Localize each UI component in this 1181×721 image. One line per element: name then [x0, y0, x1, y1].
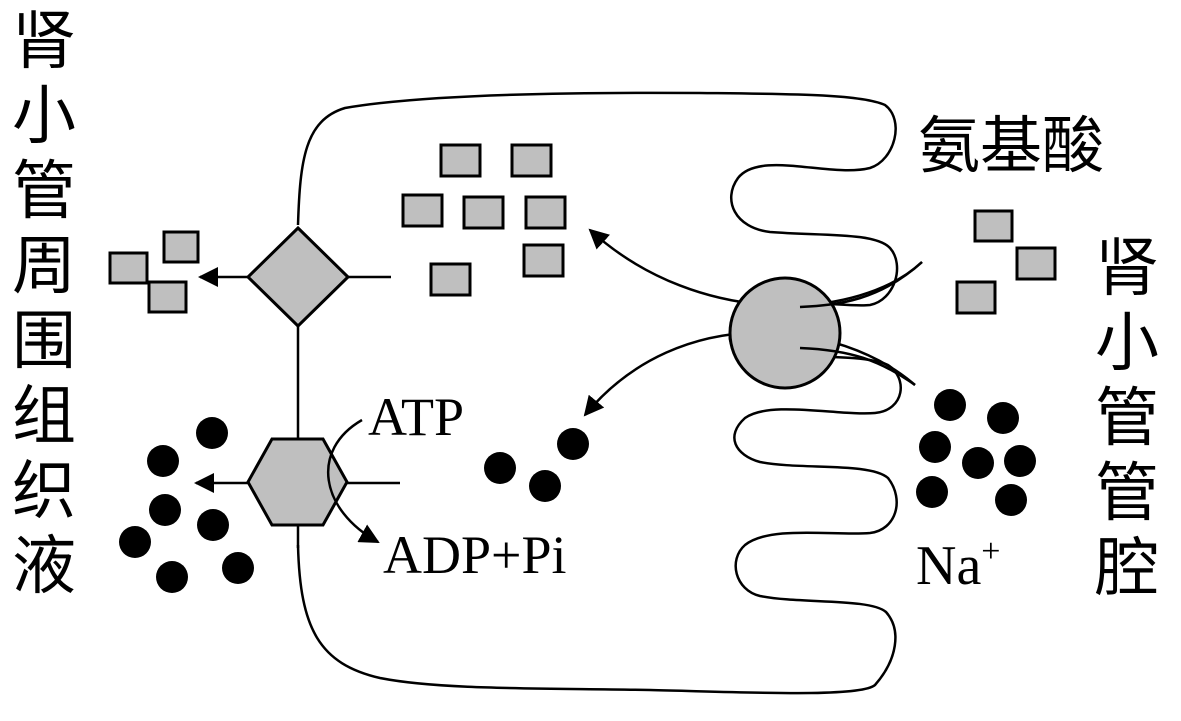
sodium-ion [147, 445, 179, 477]
atp-hydrolysis-arrow [326, 418, 380, 544]
sodium-ion [149, 494, 181, 526]
label-char: 织 [12, 455, 76, 529]
amino-acid-label: 氨基酸 [918, 109, 1105, 182]
atp-label: ATP [368, 387, 465, 447]
label-char: 腔 [1095, 532, 1159, 606]
amino-acid-particle [522, 243, 565, 278]
sodium-ion [197, 509, 229, 541]
sodium-ion [987, 402, 1019, 434]
interstitial-sodium-ions [119, 417, 254, 593]
sodium-charge: + [981, 533, 1001, 570]
amino-acid-particle [162, 230, 200, 264]
sodium-ion [557, 428, 589, 460]
label-char: 肾 [1095, 232, 1159, 306]
sodium-label: Na+ [916, 533, 1001, 597]
sodium-ion [995, 484, 1027, 516]
sodium-ion [916, 476, 948, 508]
label-char: 周 [12, 230, 76, 304]
interstitial-amino-acids [108, 230, 200, 314]
amino-acid-particle [462, 195, 505, 230]
intracellular-amino-acids [401, 143, 567, 297]
sodium-ion [156, 561, 188, 593]
label-char: 小 [12, 80, 76, 154]
sodium-ion [484, 452, 516, 484]
amino-acid-particle [510, 143, 553, 178]
lumen-amino-acids [955, 209, 1057, 315]
cell-membrane [296, 91, 902, 695]
sodium-ion [962, 447, 994, 479]
sodium-ion [529, 470, 561, 502]
lumen-sodium-ions [916, 389, 1036, 516]
sodium-ion [222, 552, 254, 584]
amino-acid-particle [1015, 246, 1057, 281]
amino-acid-particle [147, 280, 188, 314]
intracellular-sodium-ions [484, 428, 589, 502]
amino-acid-entry-arrow-overlay [799, 261, 923, 309]
label-char: 组 [12, 380, 76, 454]
sodium-symbol: Na [916, 535, 982, 597]
sodium-pump-hexagon [246, 437, 349, 527]
sodium-ion [119, 526, 151, 558]
sodium-ion [919, 431, 951, 463]
cotransporter-circle [728, 276, 842, 390]
label-char: 液 [12, 530, 76, 604]
amino-acid-particle [108, 251, 149, 285]
label-char: 管 [1095, 457, 1159, 531]
amino-acid-particle [429, 262, 472, 297]
label-char: 小 [1095, 307, 1159, 381]
amino-acid-carrier-diamond [245, 225, 351, 329]
amino-acid-particle [439, 143, 482, 178]
amino-acid-particle [973, 209, 1014, 243]
label-char: 管 [12, 155, 76, 229]
amino-acid-particle [524, 195, 567, 230]
sodium-ion [934, 389, 966, 421]
sodium-ion [1004, 445, 1036, 477]
sodium-ion [196, 417, 228, 449]
tubule-lumen-label: 肾 小 管 管 腔 [1095, 232, 1159, 607]
amino-acid-particle [955, 280, 997, 315]
sodium-entry-arrow-overlay [799, 346, 916, 387]
label-char: 管 [1095, 382, 1159, 456]
label-char: 肾 [12, 5, 76, 79]
interstitial-fluid-label: 肾 小 管 周 围 组 织 液 [12, 5, 76, 605]
label-char: 围 [12, 305, 76, 379]
adp-pi-label: ADP+Pi [383, 525, 567, 585]
amino-acid-particle [401, 193, 444, 228]
